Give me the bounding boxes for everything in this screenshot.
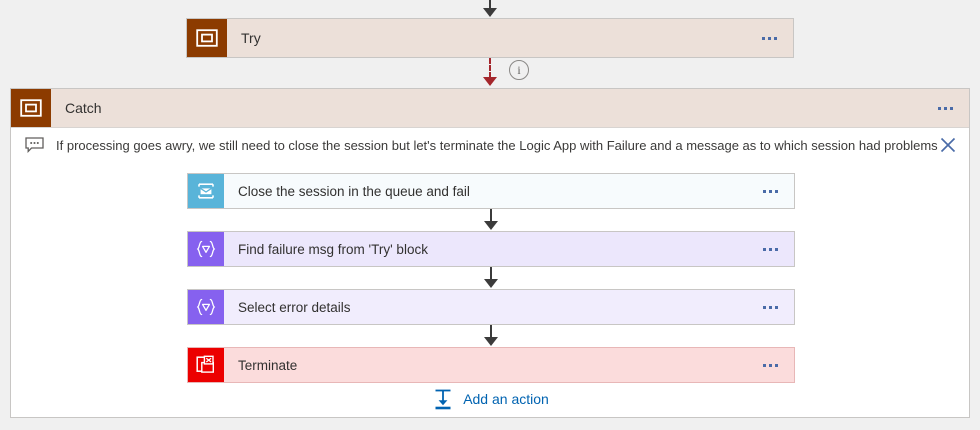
menu-dot [769, 305, 772, 309]
connector-action-1-to-2 [471, 209, 511, 231]
action-title: Terminate [238, 357, 298, 373]
menu-dot [769, 247, 772, 251]
menu-dot [769, 189, 772, 193]
dashed-arrow-down-icon [483, 77, 497, 86]
arrow-down-icon [484, 279, 498, 288]
catch-scope-container: Catch If processing goes awry, we still … [10, 88, 970, 418]
menu-dot [775, 305, 778, 309]
catch-scope-comment-text: If processing goes awry, we still need t… [56, 137, 938, 153]
catch-scope-title: Catch [65, 100, 102, 116]
insert-action-icon [435, 389, 451, 410]
action-menu-button[interactable] [763, 348, 794, 382]
action-menu-button[interactable] [763, 290, 794, 324]
action-card-terminate[interactable]: Terminate [187, 347, 795, 383]
add-an-action-label: Add an action [463, 391, 549, 407]
action-card-select-error-details[interactable]: Select error details [187, 289, 795, 325]
terminate-icon [188, 348, 224, 382]
close-icon[interactable] [939, 136, 957, 154]
add-an-action-button[interactable]: Add an action [11, 387, 969, 411]
arrow-down-icon [483, 8, 497, 17]
menu-dot [768, 36, 771, 40]
menu-dot [762, 36, 765, 40]
menu-dot [763, 363, 766, 367]
action-title: Close the session in the queue and fail [238, 183, 470, 199]
scope-icon [187, 19, 227, 57]
scope-icon-glyph [20, 99, 42, 117]
connector-line [489, 0, 491, 9]
query-braces-icon-glyph [196, 298, 216, 316]
menu-dot [944, 106, 947, 110]
info-icon[interactable]: i [509, 60, 529, 80]
catch-scope-menu-button[interactable] [938, 89, 969, 127]
connector-line [490, 209, 492, 222]
comment-bubble-icon [25, 137, 44, 153]
menu-dot [775, 363, 778, 367]
menu-dot [775, 189, 778, 193]
action-card-find-failure-msg[interactable]: Find failure msg from 'Try' block [187, 231, 795, 267]
menu-dot [950, 106, 953, 110]
service-bus-icon-glyph [198, 183, 214, 199]
catch-scope-comment-row: If processing goes awry, we still need t… [11, 128, 969, 162]
info-icon-glyph: i [517, 63, 521, 77]
scope-icon-glyph [196, 29, 218, 47]
try-scope-card[interactable]: Try [186, 18, 794, 58]
connector-dashed-line [489, 58, 491, 78]
catch-scope-header[interactable]: Catch [11, 89, 969, 128]
arrow-down-icon [484, 221, 498, 230]
connector-line [490, 267, 492, 280]
connector-line [490, 325, 492, 338]
terminate-icon-glyph [196, 355, 215, 373]
action-title: Select error details [238, 299, 351, 315]
menu-dot [774, 36, 777, 40]
action-card-close-session[interactable]: Close the session in the queue and fail [187, 173, 795, 209]
connector-top-to-try [470, 0, 510, 18]
try-scope-title: Try [241, 30, 261, 46]
query-braces-icon-glyph [196, 240, 216, 258]
connector-try-to-catch [470, 58, 510, 88]
menu-dot [769, 363, 772, 367]
connector-action-3-to-4 [471, 325, 511, 347]
connector-action-2-to-3 [471, 267, 511, 289]
action-title: Find failure msg from 'Try' block [238, 241, 428, 257]
try-scope-menu-button[interactable] [762, 19, 793, 57]
scope-icon [11, 89, 51, 127]
menu-dot [763, 305, 766, 309]
menu-dot [763, 189, 766, 193]
menu-dot [938, 106, 941, 110]
menu-dot [775, 247, 778, 251]
service-bus-icon [188, 174, 224, 208]
query-braces-icon [188, 232, 224, 266]
arrow-down-icon [484, 337, 498, 346]
action-menu-button[interactable] [763, 232, 794, 266]
action-menu-button[interactable] [763, 174, 794, 208]
menu-dot [763, 247, 766, 251]
query-braces-icon [188, 290, 224, 324]
